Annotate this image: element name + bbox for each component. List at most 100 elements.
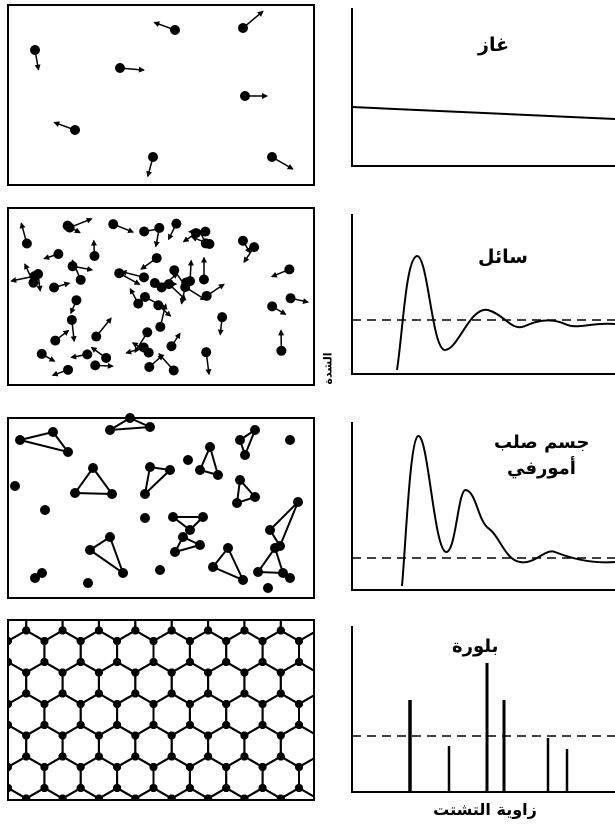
amorphous-atom [105,532,115,542]
amorphous-atom [85,545,95,555]
amorphous-atom [265,525,275,535]
lattice-atom [295,721,303,729]
lattice-atom [168,732,176,740]
lattice-atom [277,606,285,614]
lattice-atom [77,574,85,582]
lattice-atom [259,784,267,792]
amorphous-atom [235,475,245,485]
lattice-atom [240,669,248,677]
lattice-atom [240,816,248,824]
amorphous-atom [118,568,128,578]
amorphous-cluster [90,537,123,573]
amorphous-atom [105,425,115,435]
lattice-atom [95,816,103,824]
lattice-atom [4,637,12,645]
lattice-atom [40,721,48,729]
lattice-atom [150,763,158,771]
lattice-atom [113,826,121,834]
lattice-atom [204,690,212,698]
lattice-atom [277,816,285,824]
lattice-cell [172,788,208,830]
lattice-atom [77,784,85,792]
lattice-atom [59,753,67,761]
lattice-atom [22,753,30,761]
amorphous-atom [275,541,285,551]
liquid-particle [53,249,63,259]
lattice-atom [331,721,339,729]
lattice-cell [244,788,280,830]
lattice-atom [131,669,139,677]
lattice-cell [0,757,8,799]
lattice-atom [168,753,176,761]
lattice-atom [186,721,194,729]
lattice-atom [131,816,139,824]
lattice-atom [95,564,103,572]
lattice-atom [40,637,48,645]
lattice-atom [186,574,194,582]
lattice-atom [168,606,176,614]
lattice-atom [331,763,339,771]
lattice-atom [331,637,339,645]
lattice-atom [240,606,248,614]
amorphous-atom [185,525,195,535]
amorphous-atom [83,578,93,588]
lattice-atom [22,669,30,677]
lattice-cell [299,568,335,610]
lattice-atom [4,658,12,666]
liquid-particle-arrow [244,247,254,262]
lattice-atom [168,816,176,824]
lattice-atom [204,606,212,614]
lattice-atom [295,637,303,645]
lattice-cell [208,788,244,830]
lattice-atom [95,690,103,698]
lattice-atom [131,627,139,635]
lattice-atom [222,574,230,582]
lattice-atom [40,700,48,708]
amorphous-atom [155,565,165,575]
amorphous-atom [250,425,260,435]
lattice-atom [331,784,339,792]
lattice-atom [22,606,30,614]
lattice-cell [0,631,8,673]
lattice-atom [204,753,212,761]
amorphous-atom [88,463,98,473]
lattice-atom [222,637,230,645]
crystal-lattice-box [8,620,314,800]
lattice-atom [113,784,121,792]
lattice-cell [63,788,99,830]
lattice-atom [222,574,230,582]
lattice-atom [59,606,67,614]
lattice-atom [277,606,285,614]
lattice-atom [204,816,212,824]
lattice-atom [150,826,158,834]
amorphous-atom [240,450,250,460]
lattice-atom [204,669,212,677]
lattice-atom [186,700,194,708]
lattice-atom [240,606,248,614]
lattice-atom [204,795,212,803]
liquid-particle-arrow [95,365,113,366]
lattice-atom [150,574,158,582]
lattice-atom [22,795,30,803]
lattice-atom [131,795,139,803]
liquid-particle-arrow [141,258,157,269]
lattice-atom [4,721,12,729]
lattice-atom [22,606,30,614]
lattice-atom [131,690,139,698]
lattice-atom [295,658,303,666]
lattice-atom [168,606,176,614]
lattice-atom [204,816,212,824]
lattice-atom [204,627,212,635]
lattice-atom [22,627,30,635]
lattice-atom [240,816,248,824]
lattice-atom [113,721,121,729]
lattice-atom [4,700,12,708]
liquid-particles [11,219,308,376]
lattice-atom [222,721,230,729]
lattice-atom [95,753,103,761]
amorphous-atom [213,470,223,480]
lattice-cell [26,788,62,830]
amorphous-atom [198,512,208,522]
amorphous-atom [140,513,150,523]
lattice-atom [95,795,103,803]
